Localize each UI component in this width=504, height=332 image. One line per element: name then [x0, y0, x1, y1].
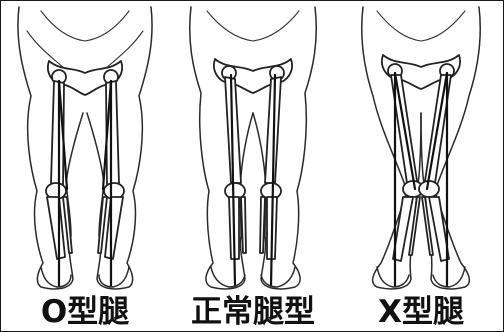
o-leg-figure — [1, 1, 169, 296]
panel-normal-leg: 正常腿型 — [169, 1, 337, 331]
caption-x-leg: X型腿 — [337, 294, 504, 331]
caption-normal-leg: 正常腿型 — [169, 294, 337, 331]
panel-o-leg: O型腿 — [1, 1, 169, 331]
caption-o-leg: O型腿 — [1, 294, 169, 331]
x-leg-figure — [337, 1, 504, 296]
panel-x-leg: X型腿 — [337, 1, 504, 331]
normal-leg-figure — [169, 1, 337, 296]
